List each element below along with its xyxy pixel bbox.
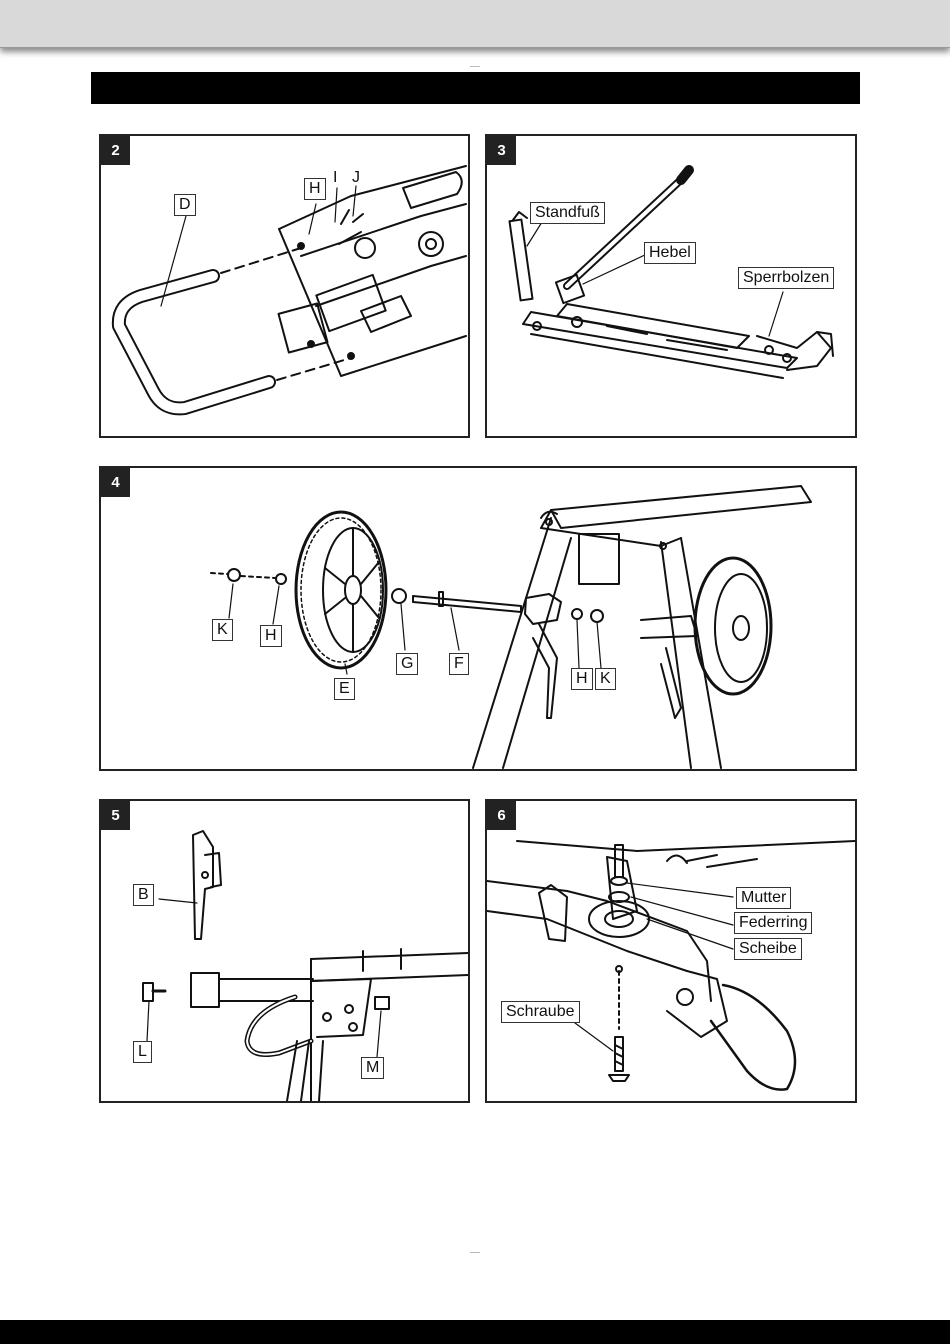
label-I: I [332,168,338,188]
label-schraube: Schraube [501,1001,580,1023]
label-standfuss: Standfuß [530,202,605,224]
label-federring: Federring [734,912,812,934]
figure-5-number: 5 [101,801,130,830]
label-hebel: Hebel [644,242,696,264]
section-title-bar [91,72,860,104]
figure-3-panel: 3 Standfuß Hebel Sperrbolzen [485,134,857,438]
label-D: D [174,194,196,216]
figure-2-illustration [101,136,468,436]
label-G: G [396,653,418,675]
label-H-left: H [260,625,282,647]
label-L: L [133,1041,152,1063]
label-F: F [449,653,469,675]
figure-5-panel: 5 B L M [99,799,470,1103]
header-bar [0,0,950,48]
bottom-page-mark [470,1252,480,1253]
label-K-right: K [595,668,616,690]
label-K-left: K [212,619,233,641]
label-B: B [133,884,154,906]
label-M: M [361,1057,384,1079]
label-sperrbolzen: Sperrbolzen [738,267,834,289]
top-page-mark [470,66,480,67]
figure-2-number: 2 [101,136,130,165]
label-E: E [334,678,355,700]
footer-bar [0,1320,950,1344]
label-scheibe: Scheibe [734,938,802,960]
label-H-right: H [571,668,593,690]
figure-5-illustration [101,801,468,1101]
figure-6-number: 6 [487,801,516,830]
figure-2-panel: 2 D H I J [99,134,470,438]
figure-3-number: 3 [487,136,516,165]
figure-4-number: 4 [101,468,130,497]
label-H: H [304,178,326,200]
label-mutter: Mutter [736,887,791,909]
figure-4-panel: 4 K H E G F H K [99,466,857,771]
label-J: J [351,168,361,188]
figure-6-panel: 6 Mutter Federring Scheibe Schraube [485,799,857,1103]
